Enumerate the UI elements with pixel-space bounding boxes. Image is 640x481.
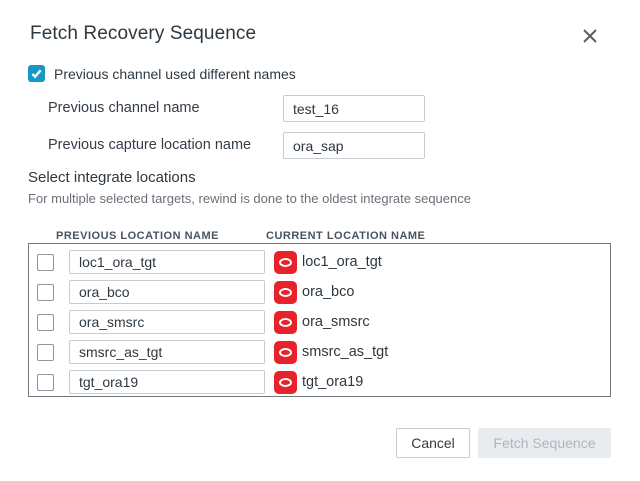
row-checkbox[interactable] bbox=[37, 343, 54, 361]
previous-location-input[interactable] bbox=[69, 250, 265, 274]
current-location-label: smsrc_as_tgt bbox=[302, 344, 389, 360]
different-names-label: Previous channel used different names bbox=[54, 65, 296, 82]
oracle-database-icon bbox=[274, 340, 297, 364]
previous-location-input[interactable] bbox=[69, 340, 265, 364]
dialog-title: Fetch Recovery Sequence bbox=[30, 23, 257, 44]
oracle-database-icon bbox=[274, 250, 297, 274]
fetch-sequence-button[interactable]: Fetch Sequence bbox=[478, 428, 611, 458]
table-row: ora_smsrc bbox=[29, 307, 610, 337]
previous-capture-location-label: Previous capture location name bbox=[48, 137, 252, 153]
select-integrate-locations-subtext: For multiple selected targets, rewind is… bbox=[28, 191, 471, 206]
previous-location-input[interactable] bbox=[69, 280, 265, 304]
row-checkbox[interactable] bbox=[37, 253, 54, 271]
checkmark-icon bbox=[31, 69, 42, 79]
integrate-locations-list: loc1_ora_tgt ora_bco ora_smsrc smsrc_as_… bbox=[28, 243, 611, 397]
column-header-current-location: CURRENT LOCATION NAME bbox=[266, 230, 426, 242]
table-row: loc1_ora_tgt bbox=[29, 247, 610, 277]
previous-channel-name-input[interactable] bbox=[283, 95, 425, 122]
table-row: ora_bco bbox=[29, 277, 610, 307]
current-location-label: tgt_ora19 bbox=[302, 374, 364, 390]
row-checkbox[interactable] bbox=[37, 313, 54, 331]
table-row: smsrc_as_tgt bbox=[29, 337, 610, 367]
previous-location-input[interactable] bbox=[69, 370, 265, 394]
current-location-label: loc1_ora_tgt bbox=[302, 254, 382, 270]
oracle-database-icon bbox=[274, 280, 297, 304]
current-location-label: ora_bco bbox=[302, 284, 355, 300]
cancel-button[interactable]: Cancel bbox=[396, 428, 470, 458]
oracle-database-icon bbox=[274, 370, 297, 394]
different-names-option: Previous channel used different names bbox=[28, 65, 296, 82]
current-location-label: ora_smsrc bbox=[302, 314, 370, 330]
close-button[interactable] bbox=[579, 25, 601, 47]
row-checkbox[interactable] bbox=[37, 283, 54, 301]
table-row: tgt_ora19 bbox=[29, 367, 610, 397]
previous-capture-location-input[interactable] bbox=[283, 132, 425, 159]
close-icon bbox=[583, 29, 597, 43]
previous-channel-name-label: Previous channel name bbox=[48, 100, 200, 116]
oracle-database-icon bbox=[274, 310, 297, 334]
previous-location-input[interactable] bbox=[69, 310, 265, 334]
row-checkbox[interactable] bbox=[37, 373, 54, 391]
column-header-previous-location: PREVIOUS LOCATION NAME bbox=[56, 230, 219, 242]
different-names-checkbox[interactable] bbox=[28, 65, 45, 82]
select-integrate-locations-heading: Select integrate locations bbox=[28, 169, 196, 186]
